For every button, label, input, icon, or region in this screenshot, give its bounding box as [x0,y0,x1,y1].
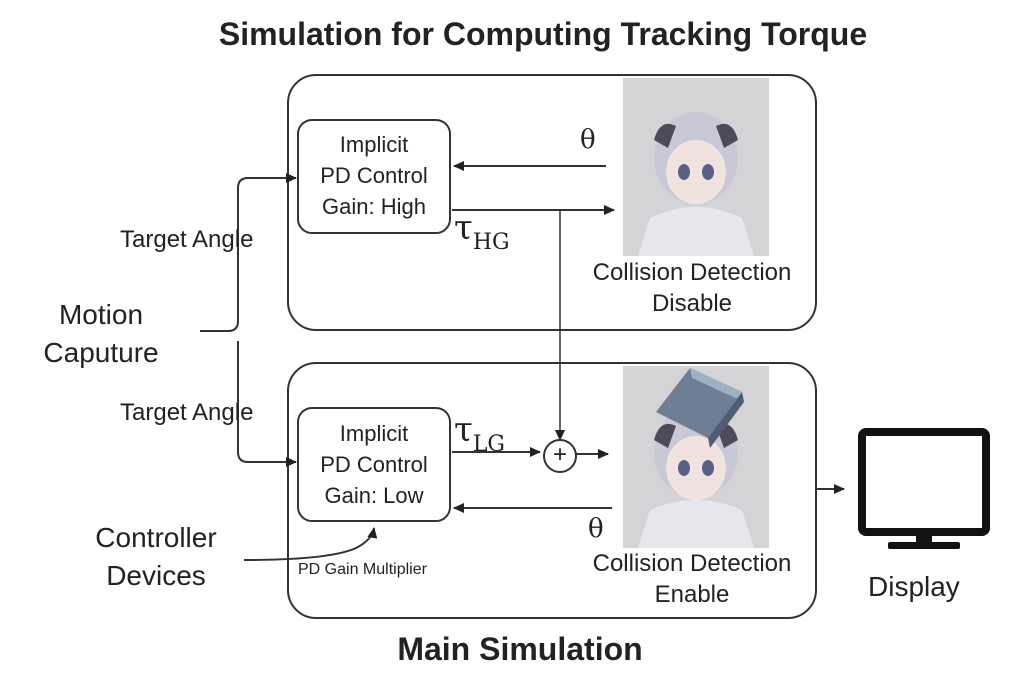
tau-lg-label: τLG [454,410,505,457]
motion-capture-label: Motion Caputure [43,299,159,368]
collision-caption-bottom: Collision Detection Enable [592,550,792,608]
pd-block-high-text: Implicit PD Control Gain: High [320,132,428,219]
theta-label-bottom: θ [588,514,604,544]
motion-capture-bracket [200,177,262,463]
top-panel [287,74,817,331]
sum-junction [543,439,577,473]
bottom-panel [287,362,817,619]
display-label: Display [868,571,960,602]
controller-devices-label: Controller Devices [95,522,217,591]
theta-label-top: θ [580,125,596,155]
target-angle-label-top: Target Angle [120,226,254,253]
character-image-top [623,78,769,256]
pd-block-high [297,119,451,234]
cube-object [656,368,744,448]
character-image-bottom [623,366,769,548]
pd-gain-multiplier-label: PD Gain Multiplier [298,561,427,578]
controller-arrow [243,527,378,561]
footer-title: Main Simulation [397,631,643,667]
monitor-icon [858,428,990,549]
sum-symbol: + [552,441,567,468]
pd-block-low-text: Implicit PD Control Gain: Low [320,421,428,508]
diagram-title: Simulation for Computing Tracking Torque [218,16,868,52]
collision-caption-top: Collision Detection Disable [592,259,792,317]
tau-hg-label: τHG [454,208,510,255]
pd-block-low [297,407,451,522]
target-angle-label-bottom: Target Angle [120,399,254,426]
